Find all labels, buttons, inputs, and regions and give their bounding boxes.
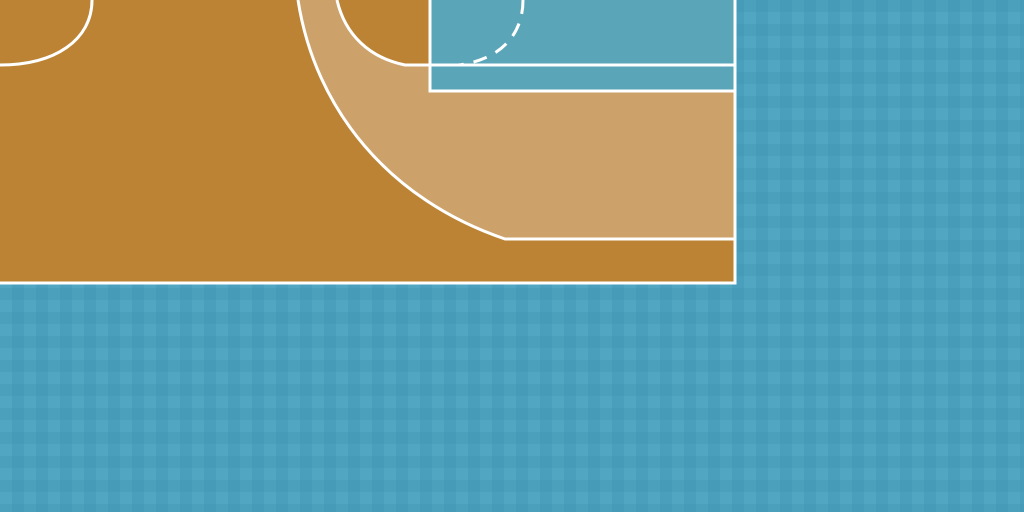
free-throw-arc [335,0,430,67]
lane-wood-area [337,0,430,65]
court-lines [0,0,737,285]
boundary-line [0,0,737,285]
center-circle-arc [0,0,94,67]
three-point-line [296,0,735,241]
paint-area [430,0,735,91]
dashed-circle-arc [457,0,525,67]
lane-outline [428,0,735,93]
